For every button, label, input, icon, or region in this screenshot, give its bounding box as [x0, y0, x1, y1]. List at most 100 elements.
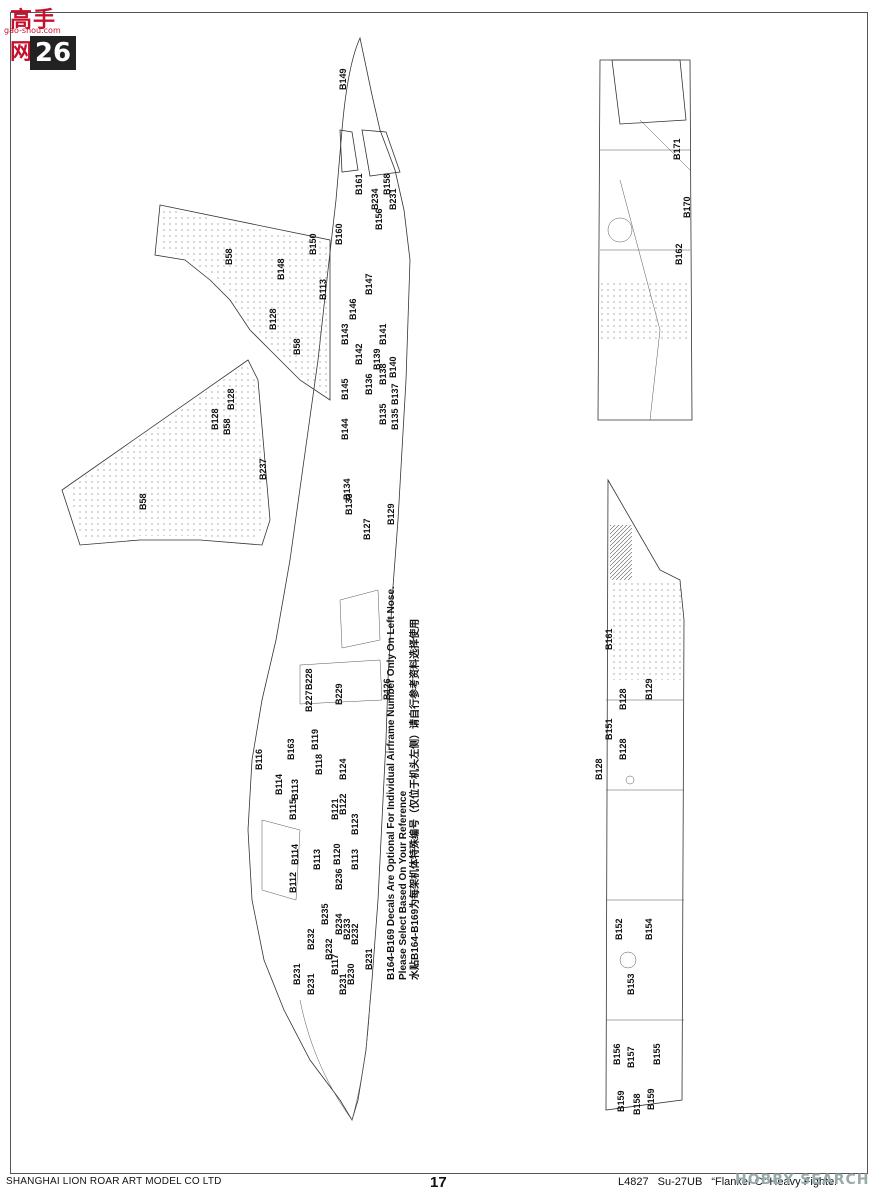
site-logo: 高手网 gao-shou.com — [2, 2, 74, 65]
company-name: SHANGHAI LION ROAR ART MODEL CO LTD — [6, 1176, 222, 1187]
decal-callout: B163 — [286, 738, 296, 760]
decal-callout: B158 — [382, 173, 392, 195]
kit-code: L4827 — [618, 1176, 649, 1188]
decal-callout: B159 — [646, 1088, 656, 1110]
decal-callout: B113 — [350, 849, 360, 870]
decal-callout-labels: B149B161B234B158B231B156B160B150B58B148B… — [138, 68, 692, 1115]
note-line-2: Please Select Based On Your Reference — [398, 790, 409, 980]
kit-info: L4827 Su-27UB “Flanker C” Heavy Fighter — [618, 1176, 844, 1188]
decal-callout: B123 — [350, 813, 360, 835]
decal-callout: B235 — [320, 903, 330, 925]
decal-callout: B113 — [312, 849, 322, 870]
watermark: HOBBY SEARCH — [735, 1172, 870, 1188]
note-line-1: B164-B169 Decals Are Optional For Indivi… — [386, 586, 397, 980]
decal-callout: B161 — [604, 628, 614, 650]
decal-callout: B146 — [348, 298, 358, 320]
page-frame — [10, 12, 868, 1174]
decal-callout: B171 — [672, 138, 682, 160]
decal-callout: B137 — [390, 383, 400, 405]
decal-callout: B135 — [378, 403, 388, 425]
decal-callout: B128 — [226, 388, 236, 410]
decal-callout: B231 — [338, 973, 348, 995]
decal-callout: B231 — [364, 948, 374, 970]
kit-nickname: “Flanker C” Heavy Fighter — [711, 1176, 838, 1188]
decal-callout: B114 — [274, 774, 284, 795]
decal-callout: B116 — [254, 749, 264, 770]
decal-callout: B120 — [332, 843, 342, 865]
decal-callout: B113 — [318, 279, 328, 300]
tail-detail-view — [597, 59, 693, 421]
decal-callout: B154 — [644, 918, 654, 940]
decal-callout: B134 — [342, 478, 352, 500]
decal-callout: B128 — [268, 308, 278, 330]
decal-callout: B124 — [338, 758, 348, 780]
decal-callout: B227 — [304, 690, 314, 712]
decal-callout: B129 — [386, 503, 396, 525]
decal-callout: B237 — [258, 458, 268, 480]
decal-callout: B231 — [388, 188, 398, 210]
decal-callout: B229 — [334, 683, 344, 705]
decal-callout: B151 — [604, 718, 614, 740]
decal-note: B164-B169 Decals Are Optional For Indivi… — [386, 586, 422, 980]
decal-callout: B153 — [626, 973, 636, 995]
decal-callout: B58 — [224, 248, 234, 265]
decal-callout: B157 — [626, 1046, 636, 1068]
decal-callout: B233 — [342, 918, 352, 940]
decal-callout: B232 — [306, 928, 316, 950]
decal-callout: B58 — [138, 493, 148, 510]
decal-callout: B232 — [350, 923, 360, 945]
note-line-3: 水贴B164-B169为每架机体特殊编号（仅位于机头左侧）请自行参考资料选择使用 — [410, 618, 421, 980]
decal-callout: B156 — [612, 1043, 622, 1065]
decal-callout: B228 — [304, 668, 314, 690]
decal-callout: B128 — [618, 688, 628, 710]
decal-callout: B230 — [346, 963, 356, 985]
decal-callout: B128 — [594, 758, 604, 780]
decal-callout: B232 — [324, 938, 334, 960]
decal-callout: B135 — [390, 408, 400, 430]
decal-callout: B129 — [644, 678, 654, 700]
decal-callout: B121 — [330, 798, 340, 820]
decal-callout: B133 — [344, 493, 354, 515]
main-aircraft-view — [61, 36, 687, 1121]
decal-callout: B113 — [290, 779, 300, 800]
decal-callout: B236 — [334, 868, 344, 890]
decal-callout: B112 — [288, 872, 298, 893]
decal-callout: B156 — [374, 208, 384, 230]
decal-callout: B136 — [364, 373, 374, 395]
decal-callout: B143 — [340, 323, 350, 345]
decal-callout: B139 — [372, 348, 382, 370]
decal-callout: B138 — [378, 363, 388, 385]
decal-callout: B144 — [340, 418, 350, 440]
decal-callout: B152 — [614, 918, 624, 940]
decal-callout: B149 — [338, 68, 348, 90]
decal-callout: B170 — [682, 196, 692, 218]
decal-callout: B119 — [310, 729, 320, 750]
decal-callout: B114 — [290, 844, 300, 865]
decal-callout: B231 — [292, 963, 302, 985]
decal-callout: B145 — [340, 378, 350, 400]
decal-callout: B234 — [334, 913, 344, 935]
decal-callout: B160 — [334, 223, 344, 245]
decal-callout: B115 — [288, 799, 298, 820]
decal-callout: B150 — [308, 233, 318, 255]
logo-text: 高手网 — [10, 8, 57, 65]
decal-callout: B127 — [362, 518, 372, 540]
decal-callout: B58 — [292, 338, 302, 355]
decal-callout: B155 — [652, 1043, 662, 1065]
decal-callout: B147 — [364, 273, 374, 295]
decal-callout: B140 — [388, 356, 398, 378]
decal-callout: B126 — [382, 678, 392, 700]
decal-callout: B158 — [632, 1093, 642, 1115]
step-number-badge: 26 — [30, 36, 76, 70]
decal-callout: B148 — [276, 258, 286, 280]
decal-callout: B142 — [354, 343, 364, 365]
page-number: 17 — [430, 1174, 447, 1191]
decal-callout: B231 — [306, 973, 316, 995]
decal-callout: B117 — [330, 954, 340, 975]
decal-callout: B128 — [210, 408, 220, 430]
logo-subtext: gao-shou.com — [4, 26, 61, 35]
decal-callout: B118 — [314, 754, 324, 775]
decal-callout: B159 — [616, 1090, 626, 1112]
decal-callout: B58 — [222, 418, 232, 435]
